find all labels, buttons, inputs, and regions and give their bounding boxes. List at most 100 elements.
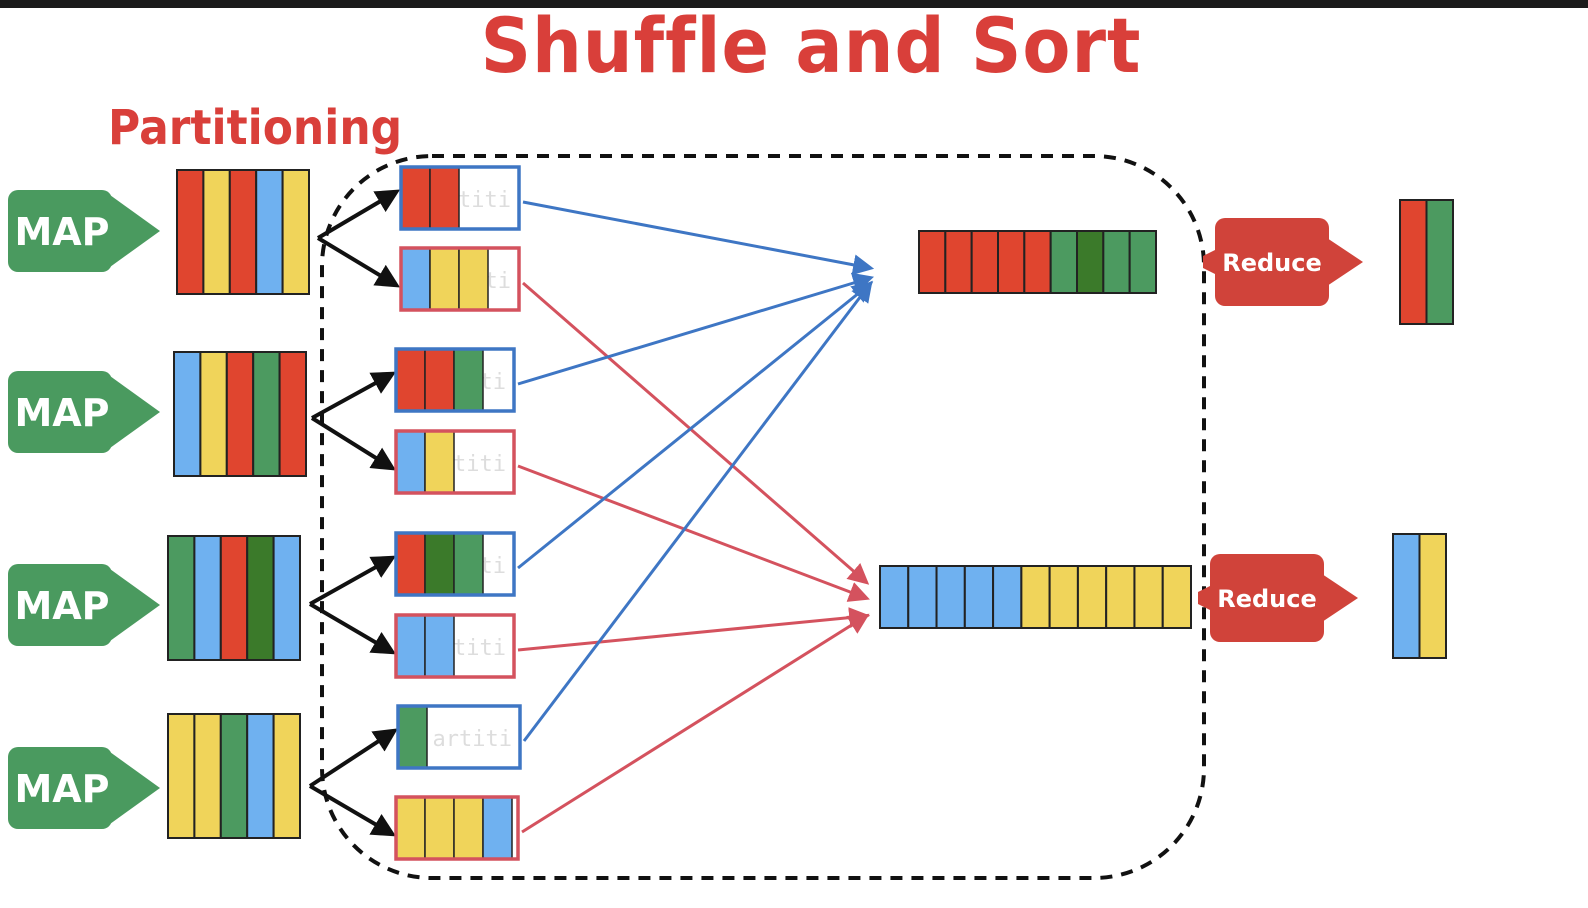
partition-box: ti — [394, 531, 516, 597]
split-arrow — [308, 602, 397, 655]
map-arrow-icon — [110, 195, 160, 267]
split-arrow — [310, 416, 397, 471]
partition-box: ti — [394, 347, 516, 413]
partition-cell — [482, 796, 513, 860]
map-output-record — [167, 713, 302, 839]
shuffle-arrow-blue — [522, 280, 873, 742]
shuffle-arrow-blue — [517, 272, 875, 386]
reduce-label: Reduce — [1217, 585, 1317, 613]
sorted-cell — [1133, 565, 1164, 629]
reduce-output — [1399, 199, 1454, 325]
shuffle-arrow-red — [517, 464, 870, 602]
output-stripe — [1399, 199, 1428, 325]
partition-box — [394, 795, 520, 861]
record-stripe — [202, 169, 231, 295]
sorted-run — [879, 565, 1193, 629]
output-stripe — [1425, 199, 1454, 325]
partition-border — [396, 704, 522, 770]
map-body — [8, 747, 112, 829]
partition-border — [399, 246, 521, 312]
record-stripe — [272, 535, 302, 661]
partition-ghost-text: titi — [453, 452, 506, 477]
partition-cell — [424, 348, 455, 412]
shuffle-arrow-red — [521, 613, 870, 834]
partition-cell — [400, 166, 431, 230]
sorted-cell — [1161, 565, 1193, 629]
shuffle-arrow-blue — [517, 281, 874, 570]
sorted-cell — [963, 565, 995, 629]
record-stripe — [167, 535, 196, 661]
reduce-arrow-icon — [1322, 574, 1358, 622]
map-block: MAP — [8, 564, 160, 646]
map-label: MAP — [14, 584, 109, 628]
map-block: MAP — [8, 747, 160, 829]
reduce-tab — [1198, 586, 1210, 610]
partition-cell — [400, 247, 431, 311]
reduce-body — [1215, 218, 1329, 306]
partition-box: titi — [399, 165, 521, 231]
partition-ghost-text: titi — [453, 636, 506, 661]
partition-cell — [453, 796, 484, 860]
map-label: MAP — [14, 391, 109, 435]
split-arrow — [308, 728, 399, 788]
partition-ghost-text: artiti — [433, 727, 512, 752]
partition-cell — [395, 348, 426, 412]
map-output-record — [167, 535, 302, 661]
sorted-cell — [918, 230, 947, 294]
partition-cell — [429, 247, 460, 311]
partition-cell — [458, 247, 489, 311]
map-arrow-icon — [110, 376, 160, 448]
partition-border — [394, 795, 520, 861]
sorted-cell — [935, 565, 966, 629]
partition-border — [394, 347, 516, 413]
record-stripe — [176, 169, 205, 295]
partition-ghost-text: ti — [485, 269, 512, 294]
sorted-run — [918, 230, 1157, 294]
map-body — [8, 190, 112, 272]
partition-cell — [397, 705, 428, 769]
sorted-cell — [1128, 230, 1157, 294]
partition-cell — [395, 430, 426, 494]
diagram-title: Shuffle and Sort — [480, 2, 1142, 91]
record-stripe — [193, 535, 222, 661]
shuffle-region-border — [320, 154, 1206, 880]
top-bar — [0, 0, 1588, 8]
record-stripe — [278, 351, 308, 477]
map-block: MAP — [8, 190, 160, 272]
partition-ghost-text: ti — [480, 370, 507, 395]
split-arrow — [308, 784, 397, 837]
map-label: MAP — [14, 210, 109, 254]
partition-cell — [424, 430, 455, 494]
record-stripe — [252, 351, 281, 477]
reduce-body — [1210, 554, 1324, 642]
partition-border — [394, 429, 516, 495]
reduce-tab — [1203, 250, 1215, 274]
partition-border — [394, 531, 516, 597]
sorted-cell — [1105, 565, 1136, 629]
record-stripe — [193, 713, 222, 839]
partition-box: titi — [394, 429, 516, 495]
map-body — [8, 564, 112, 646]
map-output-record — [176, 169, 311, 295]
sorted-cell — [944, 230, 973, 294]
sorted-cell — [879, 565, 910, 629]
split-arrow — [316, 236, 401, 288]
reduce-block: Reduce — [1203, 218, 1363, 306]
map-arrow-icon — [110, 569, 160, 641]
reduce-output — [1392, 533, 1447, 659]
output-stripe — [1392, 533, 1421, 659]
split-arrow — [309, 555, 397, 606]
reduce-label: Reduce — [1222, 249, 1322, 277]
record-stripe — [255, 169, 284, 295]
partition-cell — [424, 614, 455, 678]
shuffle-arrow-red — [522, 281, 870, 585]
sorted-cell — [1023, 230, 1052, 294]
partitioning-label: Partitioning — [108, 100, 403, 157]
map-arrow-icon — [110, 752, 160, 824]
partition-cell — [424, 532, 455, 596]
sorted-cell — [997, 230, 1026, 294]
partition-cell — [395, 614, 426, 678]
record-stripe — [199, 351, 228, 477]
shuffle-arrow-red — [517, 607, 871, 652]
